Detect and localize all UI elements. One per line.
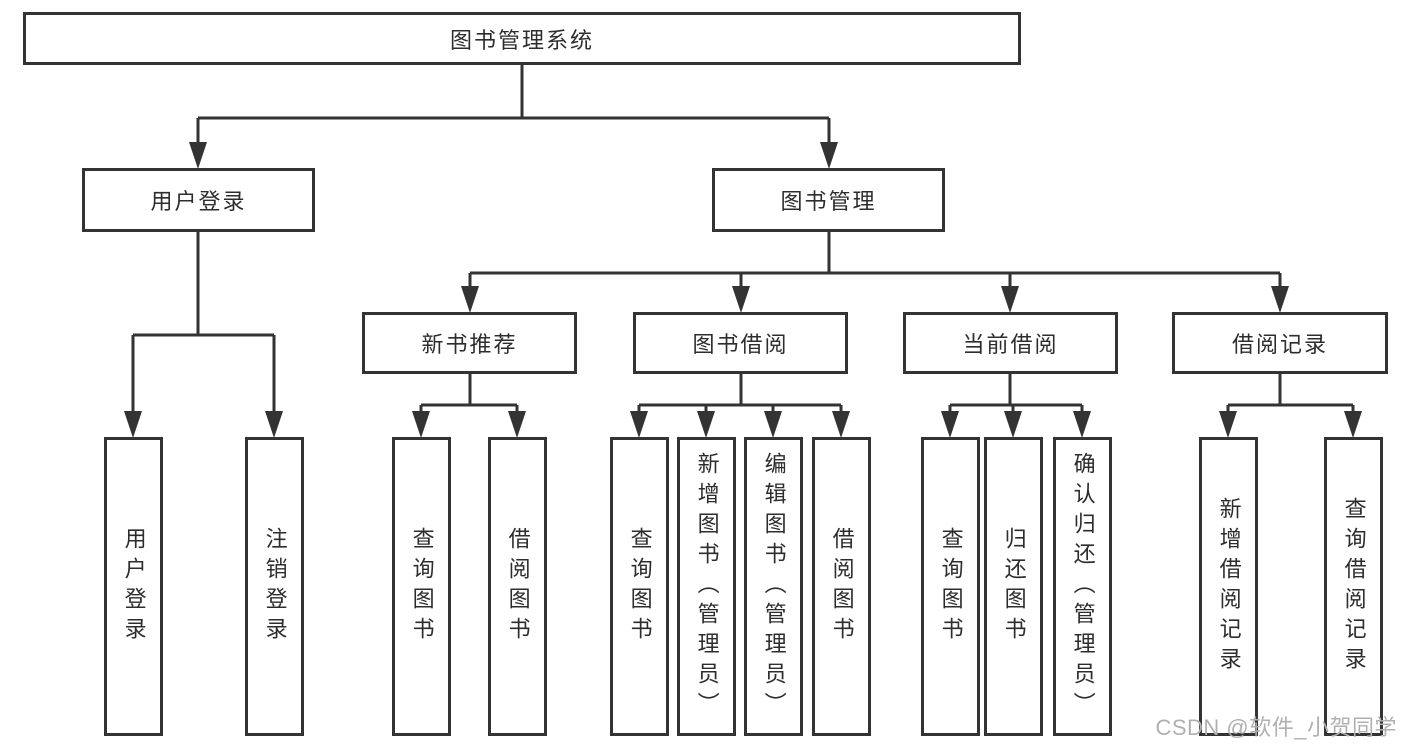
arrowhead <box>941 411 959 438</box>
leaf-add-borrow-record: 新增借阅记录 <box>1199 437 1258 736</box>
leaf-query-borrow-record: 查询借阅记录 <box>1324 437 1383 736</box>
arrowhead <box>412 411 430 438</box>
connector-user-login-children <box>124 232 283 438</box>
leaf-edit-book-admin: 编辑图书（管理员） <box>744 437 803 736</box>
leaf-borrow-books-borrowing-label: 借阅图书 <box>829 526 855 647</box>
node-user-login-label: 用户登录 <box>150 189 247 214</box>
arrowhead <box>697 411 715 438</box>
leaf-query-books-current: 查询图书 <box>921 437 980 736</box>
connector-borrow-records-children <box>1219 374 1362 438</box>
leaf-query-borrow-record-label: 查询借阅记录 <box>1341 496 1367 677</box>
arrowhead <box>630 411 648 438</box>
node-new-book-recommend-label: 新书推荐 <box>421 332 518 357</box>
connector-book-borrowing-children <box>630 374 850 438</box>
leaf-return-book: 归还图书 <box>984 437 1043 736</box>
csdn-watermark: CSDN @软件_小贺同学 <box>1155 715 1397 740</box>
arrowhead <box>461 286 479 313</box>
leaf-query-books-recommend: 查询图书 <box>392 437 451 736</box>
connector-current-borrowing-children <box>941 374 1091 438</box>
leaf-query-books-current-label: 查询图书 <box>938 526 964 647</box>
node-borrow-records-label: 借阅记录 <box>1231 332 1328 357</box>
arrowhead <box>1001 286 1019 313</box>
node-new-book-recommend: 新书推荐 <box>362 312 577 374</box>
leaf-add-book-admin: 新增图书（管理员） <box>677 437 736 736</box>
leaf-logout-label: 注销登录 <box>262 526 288 647</box>
node-book-management: 图书管理 <box>712 168 945 232</box>
arrowhead <box>1271 286 1289 313</box>
arrowhead <box>1004 411 1022 438</box>
arrowhead <box>124 411 142 438</box>
leaf-add-book-admin-label: 新增图书（管理员） <box>694 451 720 722</box>
arrowhead <box>1344 411 1362 438</box>
leaf-query-books-recommend-label: 查询图书 <box>409 526 435 647</box>
node-book-borrowing: 图书借阅 <box>633 312 848 374</box>
leaf-borrow-books-recommend: 借阅图书 <box>488 437 547 736</box>
node-user-login: 用户登录 <box>82 168 315 232</box>
leaf-user-login-label: 用户登录 <box>121 526 147 647</box>
node-book-borrowing-label: 图书借阅 <box>692 332 789 357</box>
node-root-label: 图书管理系统 <box>449 27 594 53</box>
leaf-add-borrow-record-label: 新增借阅记录 <box>1216 496 1242 677</box>
arrowhead <box>265 411 283 438</box>
node-current-borrowing-label: 当前借阅 <box>962 332 1059 357</box>
leaf-query-books-borrowing-label: 查询图书 <box>627 526 653 647</box>
leaf-edit-book-admin-label: 编辑图书（管理员） <box>761 451 787 722</box>
connector-book-management-children <box>461 232 1289 313</box>
connector-root-to-level2 <box>189 65 838 169</box>
arrowhead <box>1073 411 1091 438</box>
arrowhead <box>189 142 207 169</box>
arrowhead <box>1219 411 1237 438</box>
leaf-logout: 注销登录 <box>245 437 304 736</box>
arrowhead <box>732 286 750 313</box>
leaf-return-book-label: 归还图书 <box>1001 526 1027 647</box>
arrowhead <box>820 142 838 169</box>
arrowhead <box>508 411 526 438</box>
leaf-borrow-books-recommend-label: 借阅图书 <box>505 526 531 647</box>
arrowhead <box>832 411 850 438</box>
leaf-confirm-return-admin: 确认归还（管理员） <box>1053 437 1112 736</box>
leaf-borrow-books-borrowing: 借阅图书 <box>812 437 871 736</box>
node-root: 图书管理系统 <box>23 12 1021 65</box>
connector-new-book-recommend-children <box>412 374 526 438</box>
leaf-confirm-return-admin-label: 确认归还（管理员） <box>1070 451 1096 722</box>
node-current-borrowing: 当前借阅 <box>903 312 1118 374</box>
arrowhead <box>764 411 782 438</box>
leaf-user-login: 用户登录 <box>104 437 163 736</box>
leaf-query-books-borrowing: 查询图书 <box>610 437 669 736</box>
node-borrow-records: 借阅记录 <box>1172 312 1388 374</box>
node-book-management-label: 图书管理 <box>780 189 877 214</box>
